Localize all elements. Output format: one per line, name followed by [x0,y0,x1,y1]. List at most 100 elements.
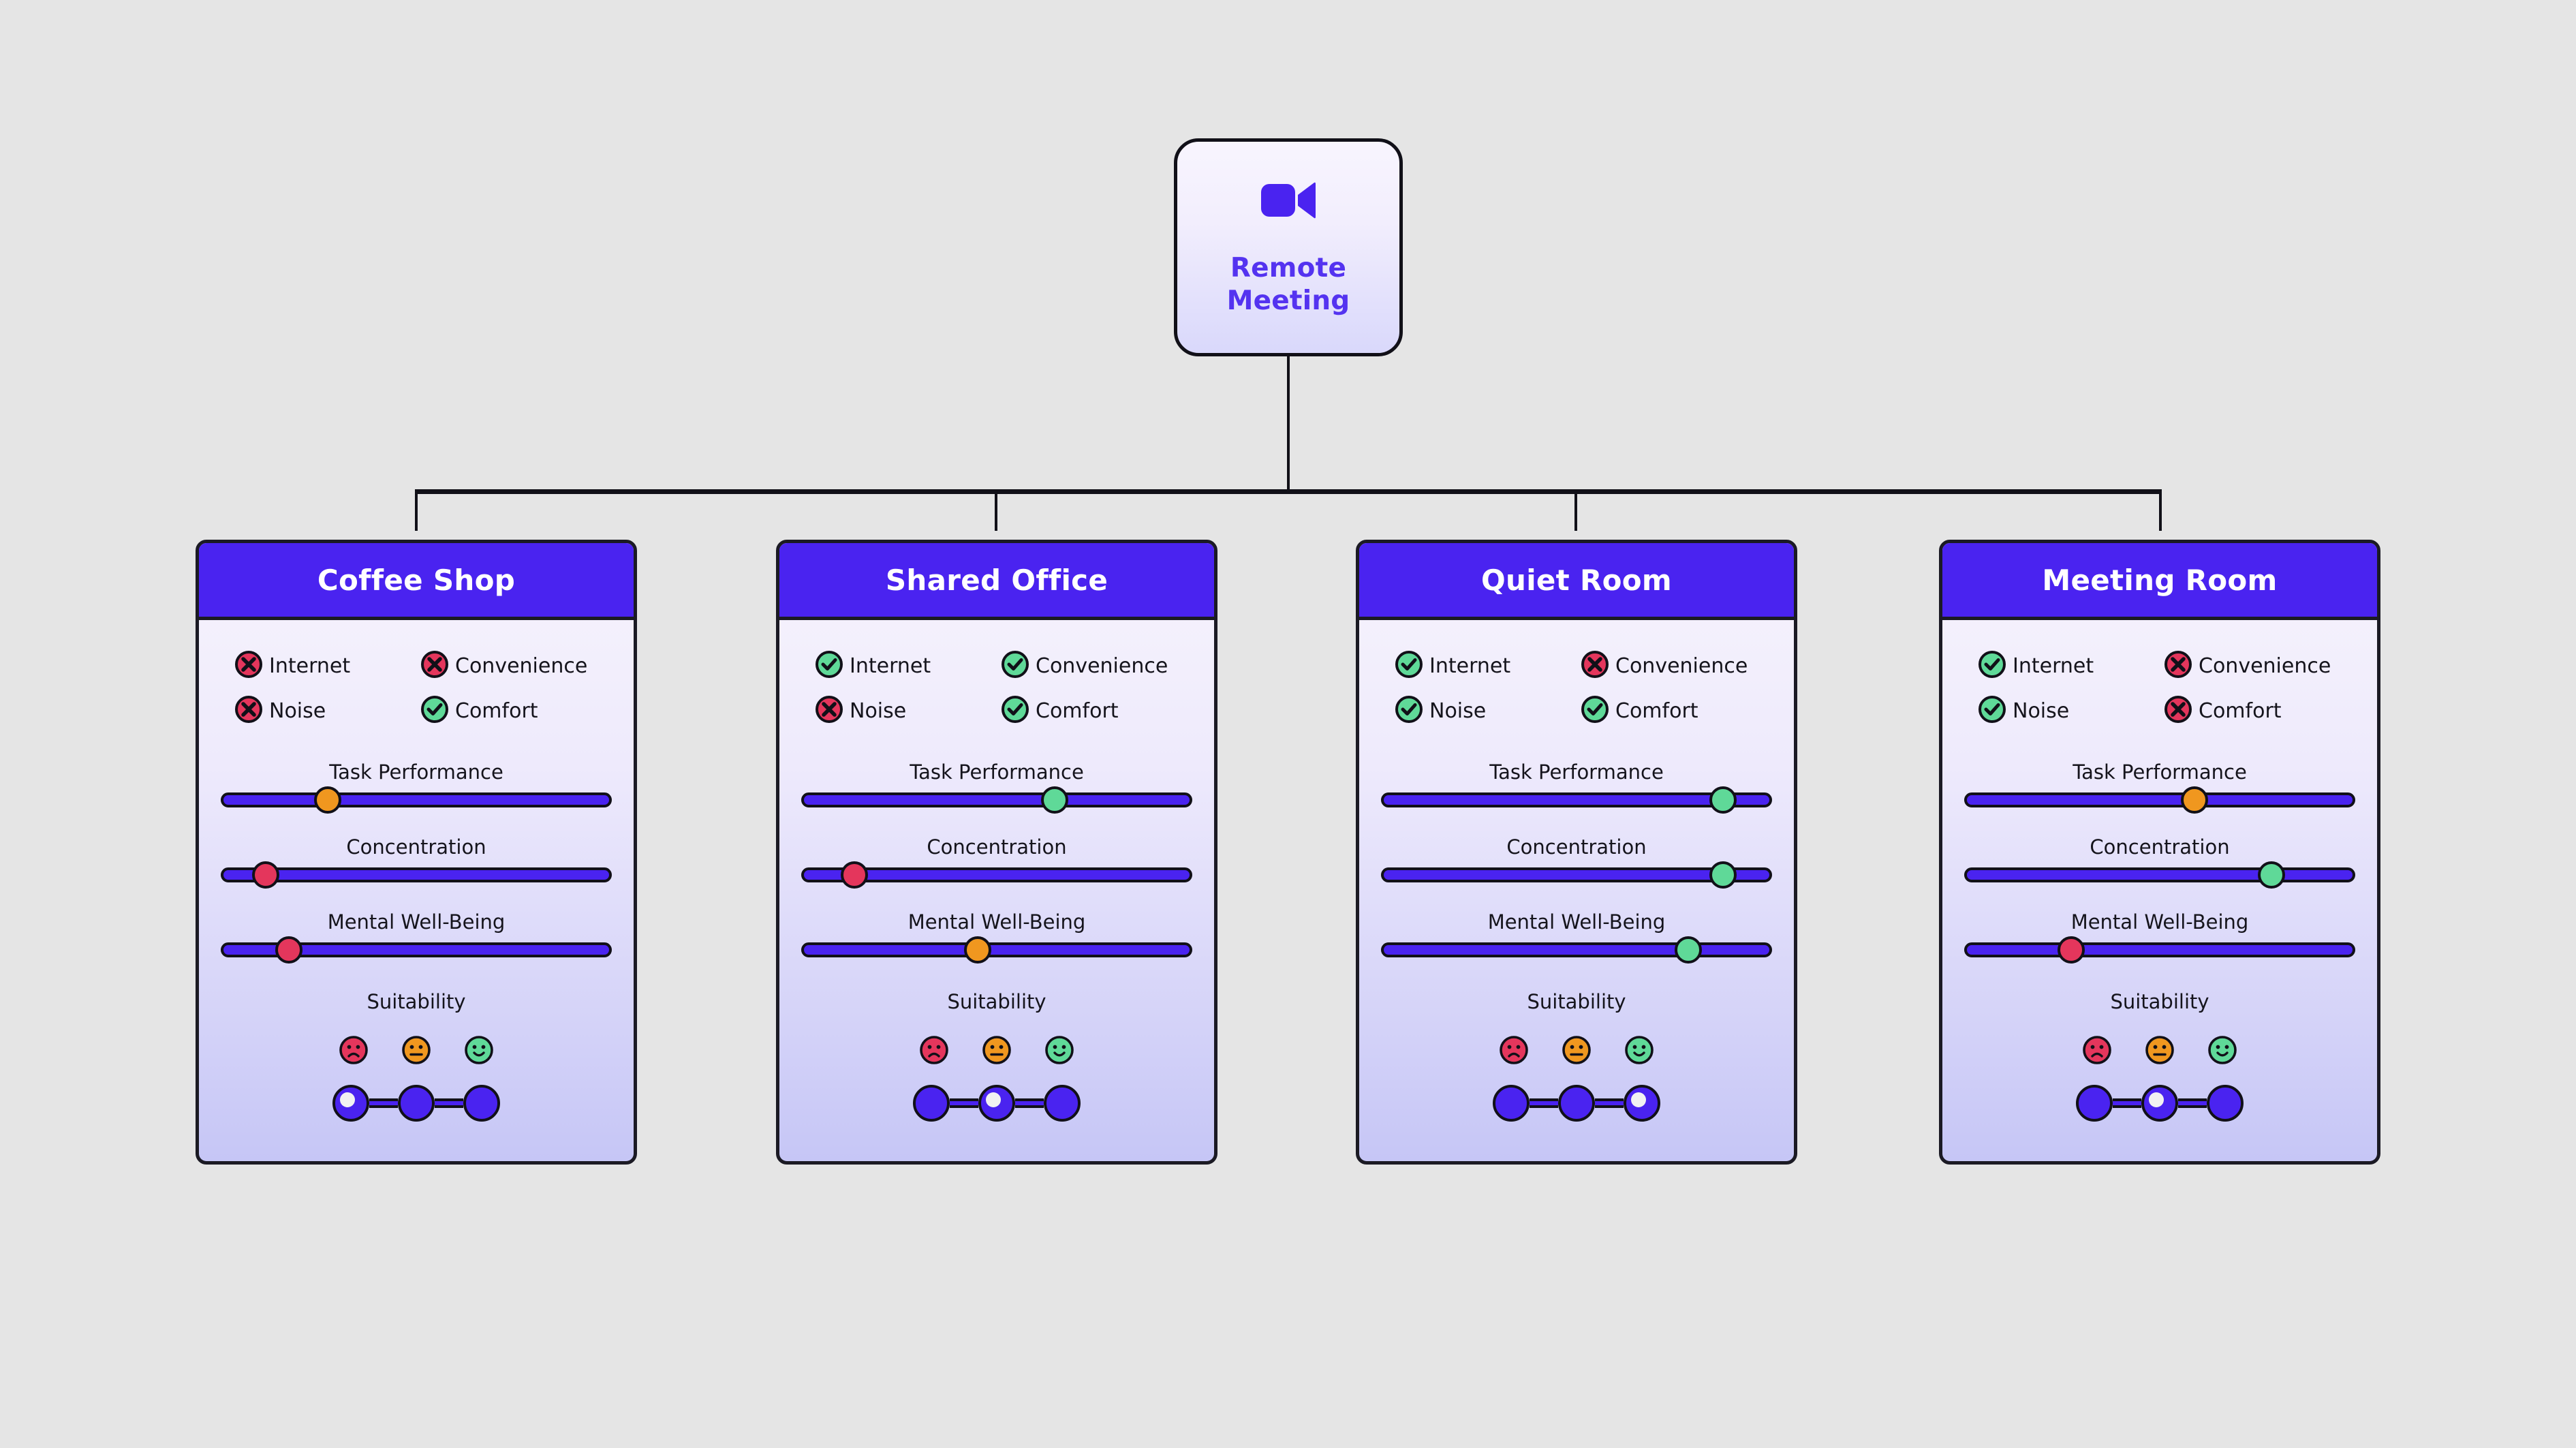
feature-label: Comfort [2199,698,2282,723]
suitability-step-selector[interactable] [1942,1085,2377,1122]
step-option-2[interactable] [2141,1085,2178,1122]
slider-track-mental-well-being[interactable] [801,936,1192,964]
slider-group-mental-well-being: Mental Well-Being [1381,910,1772,964]
step-option-3[interactable] [1044,1085,1081,1122]
slider-track-concentration[interactable] [1964,861,2355,889]
step-option-3[interactable] [1624,1085,1660,1122]
neutral-face-icon[interactable] [1562,1035,1592,1068]
suitability-step-selector[interactable] [1359,1085,1794,1122]
card-header: Quiet Room [1359,543,1794,620]
step-option-1[interactable] [332,1085,369,1122]
slider-track-mental-well-being[interactable] [221,936,612,964]
slider-knob-mental-well-being[interactable] [2057,936,2085,964]
feature-comfort: Comfort [1581,695,1763,726]
suitability-section: Suitability [1359,985,1794,1122]
slider-group-concentration: Concentration [1964,835,2355,889]
connector-drop-quiet-room [1574,492,1577,531]
neutral-face-icon[interactable] [401,1035,431,1068]
slider-track-task-performance[interactable] [221,786,612,814]
happy-face-icon[interactable] [1044,1035,1074,1068]
feature-noise: Noise [234,695,416,726]
card-title: Shared Office [885,563,1108,597]
suitability-step-selector[interactable] [199,1085,634,1122]
slider-track-mental-well-being[interactable] [1964,936,2355,964]
step-option-2[interactable] [978,1085,1015,1122]
slider-track-mental-well-being[interactable] [1381,936,1772,964]
neutral-face-icon[interactable] [982,1035,1012,1068]
slider-label: Task Performance [910,760,1084,784]
step-option-3[interactable] [463,1085,500,1122]
slider-knob-mental-well-being[interactable] [963,936,991,964]
neutral-face-icon[interactable] [2145,1035,2175,1068]
sad-face-icon[interactable] [339,1035,369,1068]
happy-face-icon[interactable] [2207,1035,2237,1068]
sad-face-icon[interactable] [2082,1035,2112,1068]
suitability-step-selector[interactable] [779,1085,1214,1122]
slider-knob-concentration[interactable] [252,861,280,889]
card-title: Coffee Shop [317,563,516,597]
slider-track-task-performance[interactable] [1381,786,1772,814]
step-connector [2113,1098,2141,1108]
feature-label: Internet [1429,653,1511,678]
cross-circle-icon [815,695,843,726]
sad-face-icon[interactable] [919,1035,949,1068]
feature-label: Noise [1429,698,1487,723]
slider-knob-concentration[interactable] [2258,861,2286,889]
slider-label: Concentration [346,835,486,859]
card-title: Meeting Room [2042,563,2278,597]
slider-knob-concentration[interactable] [1709,861,1737,889]
slider-knob-task-performance[interactable] [313,786,341,814]
root-node-remote-meeting[interactable]: Remote Meeting [1174,138,1403,356]
slider-track-task-performance[interactable] [1964,786,2355,814]
slider-group-task-performance: Task Performance [801,760,1192,814]
slider-knob-mental-well-being[interactable] [1675,936,1703,964]
cross-circle-icon [2164,650,2192,681]
slider-group-mental-well-being: Mental Well-Being [801,910,1192,964]
step-option-3[interactable] [2207,1085,2244,1122]
slider-track-concentration[interactable] [1381,861,1772,889]
slider-knob-concentration[interactable] [840,861,868,889]
slider-track-task-performance[interactable] [801,786,1192,814]
step-option-1[interactable] [913,1085,950,1122]
slider-track-concentration[interactable] [801,861,1192,889]
slider-knob-task-performance[interactable] [1709,786,1737,814]
step-option-2[interactable] [398,1085,435,1122]
happy-face-icon[interactable] [1624,1035,1654,1068]
sad-face-icon[interactable] [1499,1035,1529,1068]
happy-face-icon[interactable] [464,1035,494,1068]
face-rating-row [1942,1035,2377,1068]
check-circle-icon [1001,650,1029,681]
slider-track-concentration[interactable] [221,861,612,889]
slider-label: Task Performance [1489,760,1664,784]
slider-label: Mental Well-Being [2070,910,2249,934]
slider-knob-task-performance[interactable] [2180,786,2208,814]
cross-circle-icon [1581,650,1609,681]
cross-circle-icon [2164,695,2192,726]
cross-circle-icon [234,650,263,681]
connector-drop-meeting-room [2159,492,2162,531]
feature-comfort: Comfort [1001,695,1183,726]
feature-noise: Noise [1395,695,1577,726]
slider-group-mental-well-being: Mental Well-Being [1964,910,2355,964]
slider-group-task-performance: Task Performance [1381,760,1772,814]
step-option-1[interactable] [1493,1085,1530,1122]
card-title: Quiet Room [1481,563,1672,597]
card-header: Coffee Shop [199,543,634,620]
slider-knob-mental-well-being[interactable] [275,936,303,964]
slider-knob-task-performance[interactable] [1040,786,1068,814]
feature-label: Convenience [2199,653,2331,678]
feature-internet: Internet [1395,650,1577,681]
feature-label: Convenience [1615,653,1748,678]
step-option-2[interactable] [1558,1085,1595,1122]
step-option-1[interactable] [2076,1085,2113,1122]
